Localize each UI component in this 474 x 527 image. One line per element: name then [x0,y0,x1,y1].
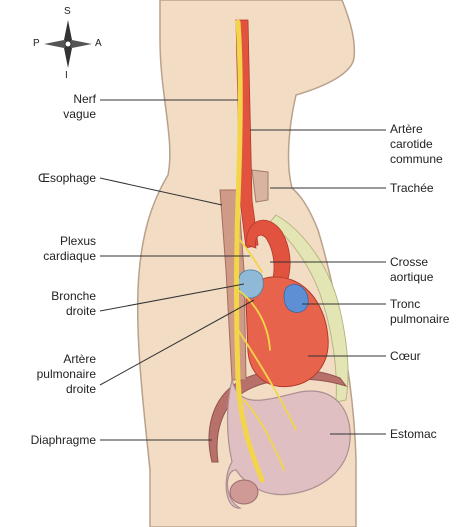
leader-lines [99,99,386,441]
label-coeur: Cœur [390,349,421,363]
trachea [251,169,269,203]
compass-icon [44,20,92,68]
compass-label-inferior: I [65,70,68,81]
label-trachee: Trachée [390,181,434,195]
compass-label-posterior: P [33,38,40,49]
label-bronche-droite: Bronche droite [51,289,96,318]
vagus-nerve [234,19,265,483]
diaphragm [208,368,348,463]
label-estomac: Estomac [390,427,437,441]
label-tronc-pulmonaire: Tronc pulmonaire [390,297,450,326]
label-artere-carotide: Artère carotide commune [390,122,443,166]
label-oesophage: Œsophage [37,171,96,185]
stomach [225,379,351,509]
pulmonary-trunk [283,284,309,313]
label-artere-pulmonaire-droite: Artère pulmonaire droite [36,352,96,396]
label-plexus-cardiaque: Plexus cardiaque [43,234,96,263]
intestine [229,479,259,505]
label-crosse-aortique: Crosse aortique [390,255,434,284]
compass-label-anterior: A [95,38,102,49]
vagus-nerve-branch [237,239,297,471]
label-nerf-vague: Nerf vague [63,92,96,121]
compass-label-superior: S [64,6,71,17]
label-diaphragme: Diaphragme [30,433,96,447]
